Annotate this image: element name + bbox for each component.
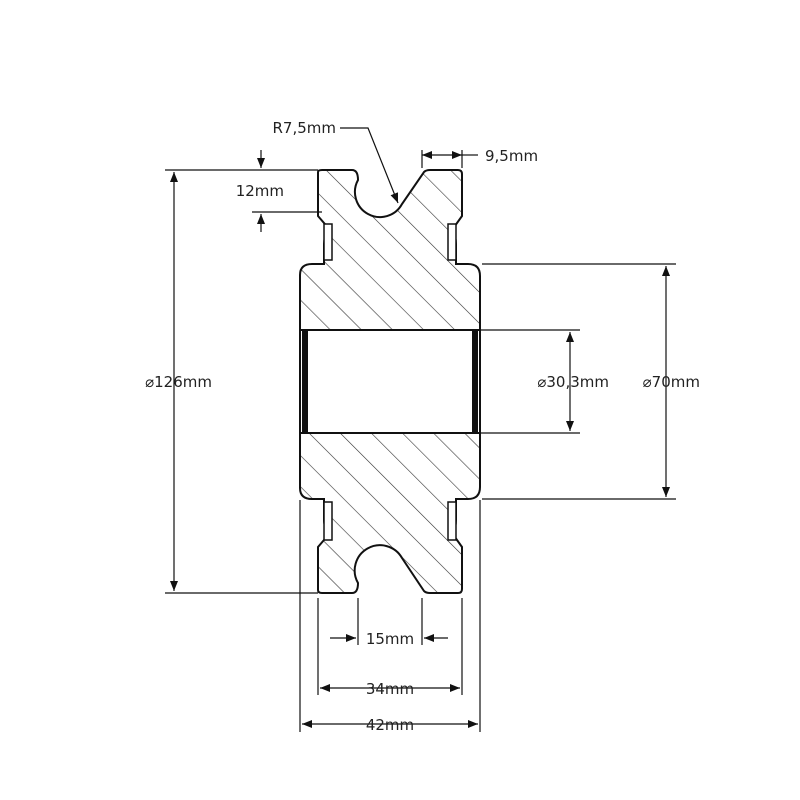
bore [299, 329, 481, 434]
flange-recess-top-right [447, 223, 457, 261]
bore-left-edge [302, 330, 308, 433]
flange-recess-top-left [323, 223, 333, 261]
flange-recess-bottom-left [323, 501, 333, 541]
extension-lines [165, 150, 676, 732]
total-width-label: 42mm [366, 716, 414, 734]
hub-diameter-label: ⌀70mm [643, 373, 700, 391]
groove-top-label: 9,5mm [485, 147, 538, 165]
groove-width-label: 15mm [366, 630, 414, 648]
dimension-lines [170, 127, 670, 728]
radius-label: R7,5mm [272, 119, 336, 137]
flange-recess-bottom-right [447, 501, 457, 541]
bore-diameter-label: ⌀30,3mm [537, 373, 609, 391]
flange-height-label: 12mm [236, 182, 284, 200]
outer-diameter-label: ⌀126mm [145, 373, 212, 391]
radius-leader [340, 127, 399, 204]
rim-width-label: 34mm [366, 680, 414, 698]
bore-right-edge [472, 330, 478, 433]
